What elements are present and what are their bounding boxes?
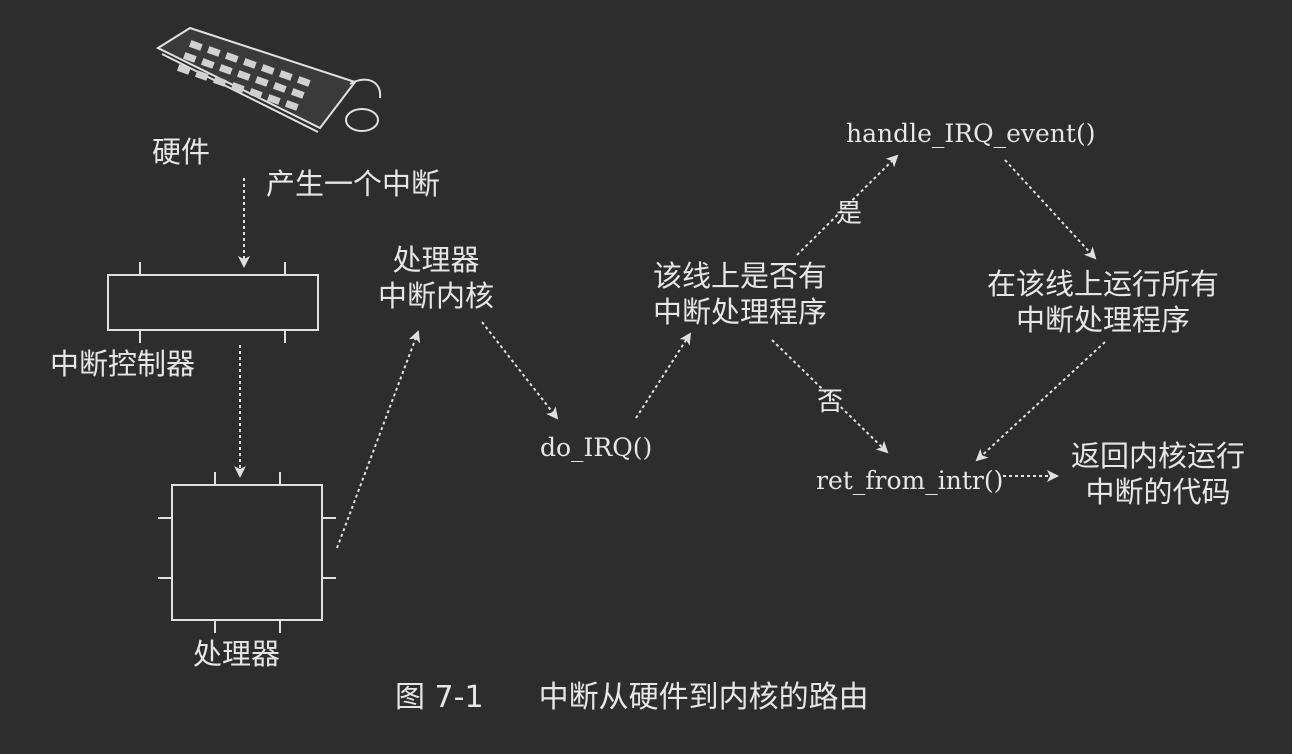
arrow-runall-to-ret — [975, 341, 1106, 462]
interrupt-controller-label: 中断控制器 — [50, 347, 196, 381]
arrow-decision-no — [771, 339, 889, 454]
has-handler-line-2: 中断处理程序 — [652, 295, 827, 329]
return-kernel-line-2: 中断的代码 — [1085, 475, 1231, 509]
arrow-event-to-runall — [1004, 159, 1097, 260]
interrupt-controller-box — [107, 262, 319, 343]
hardware-label: 硬件 — [152, 135, 211, 169]
arrow-doirq-to-decision — [635, 332, 692, 419]
do-irq-label: do_IRQ() — [540, 433, 653, 462]
figure-title: 中断从硬件到内核的路由 — [538, 680, 869, 715]
arrow-kernel-to-doirq — [481, 321, 559, 420]
has-handler-line-1: 该线上是否有 — [652, 259, 827, 293]
no-label: 否 — [817, 387, 844, 417]
run-all-handlers-label: 在该线上运行所有 中断处理程序 — [968, 266, 1238, 338]
processor-chip-box — [158, 472, 336, 633]
arrow-processor-to-kernel — [336, 330, 421, 549]
flow-arrows — [234, 154, 1106, 549]
has-handler-label: 该线上是否有 中断处理程序 — [625, 258, 855, 330]
yes-label: 是 — [836, 199, 863, 229]
keyboard-mouse-icon — [155, 26, 382, 133]
figure-number: 图 7-1 — [395, 680, 484, 715]
run-all-handlers-line-2: 中断处理程序 — [1015, 303, 1190, 337]
return-kernel-line-1: 返回内核运行 — [1070, 439, 1245, 473]
run-all-handlers-line-1: 在该线上运行所有 — [986, 267, 1219, 301]
processor-label: 处理器 — [193, 637, 281, 671]
processor-kernel-label: 处理器 中断内核 — [366, 242, 506, 314]
processor-kernel-line-1: 处理器 — [392, 243, 480, 277]
handle-irq-event-label: handle_IRQ_event() — [846, 119, 1096, 148]
return-kernel-label: 返回内核运行 中断的代码 — [1058, 438, 1258, 510]
generate-interrupt-label: 产生一个中断 — [266, 167, 441, 201]
ret-from-intr-label: ret_from_intr() — [816, 466, 1004, 495]
processor-kernel-line-2: 中断内核 — [377, 279, 494, 313]
figure-caption: 图 7-1 中断从硬件到内核的路由 — [395, 680, 869, 716]
